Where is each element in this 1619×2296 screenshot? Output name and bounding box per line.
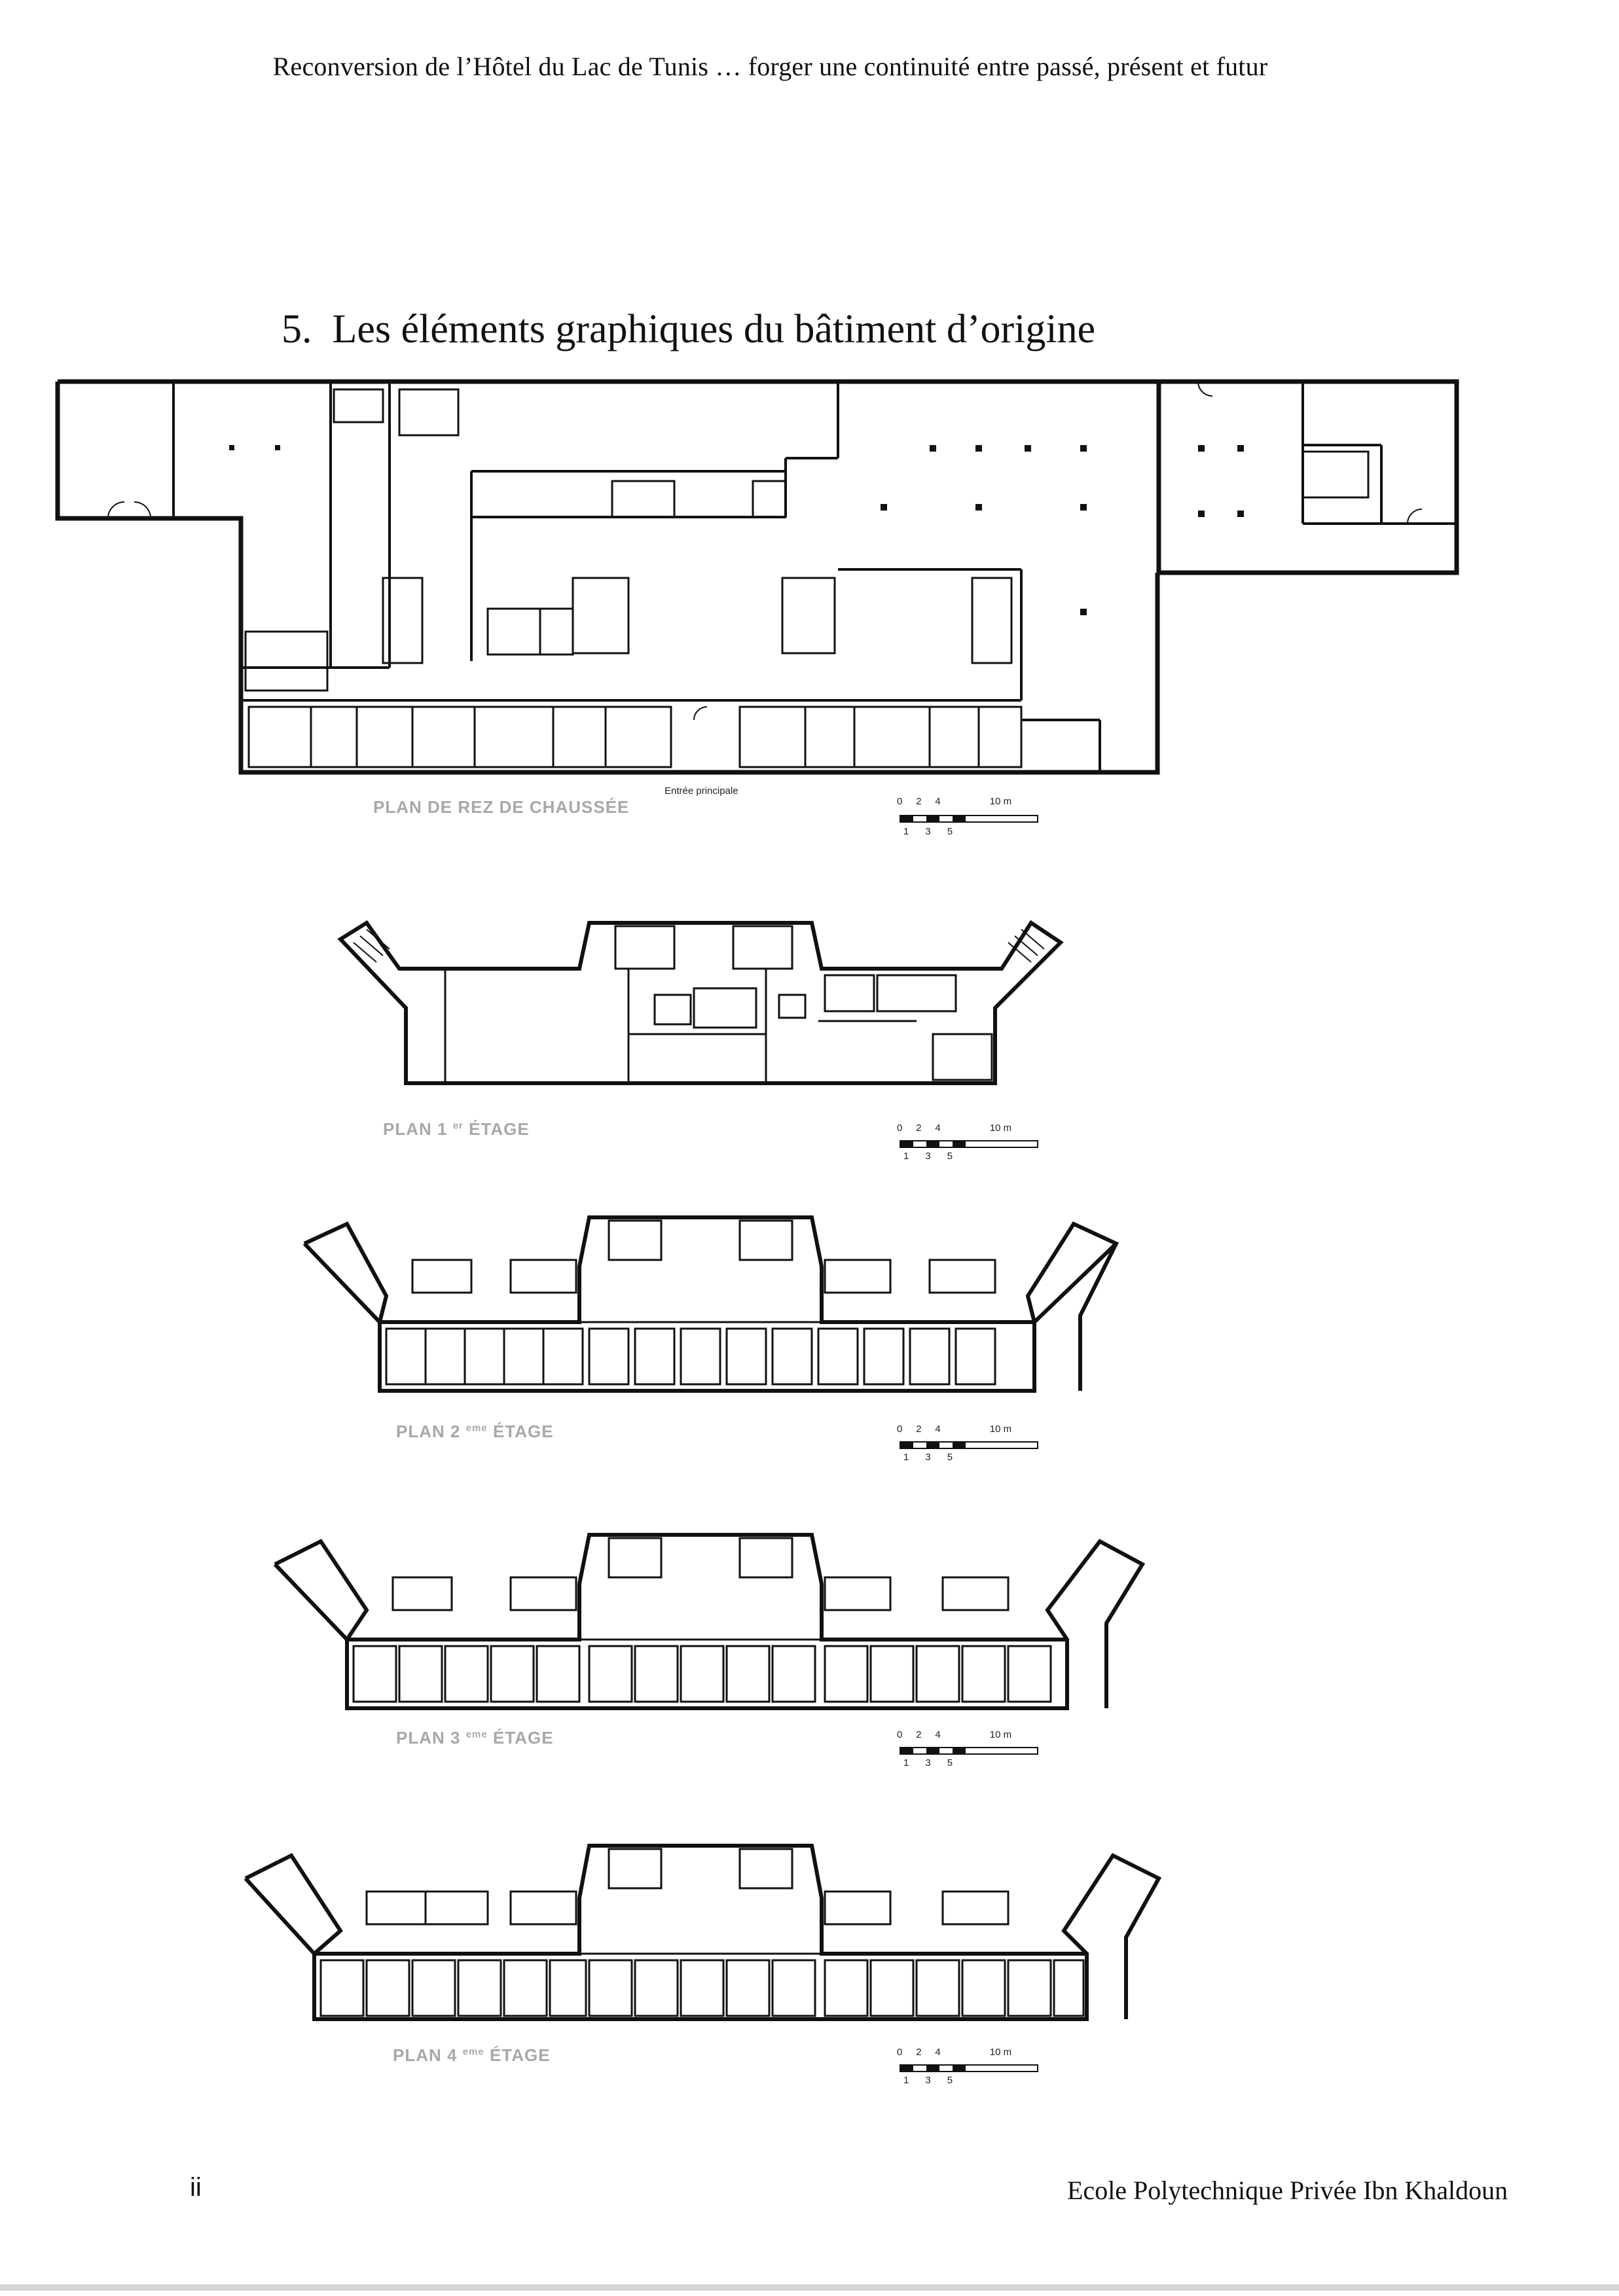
scale-bar-ground [900,815,1038,823]
entrance-label: Entrée principale [664,785,738,797]
scale-bottom-3: 1 3 5 [903,1757,953,1768]
plan-label-1: PLAN 1 er ÉTAGE [383,1119,530,1139]
running-header: Reconversion de l’Hôtel du Lac de Tunis … [0,51,1619,82]
scale-top-4: 0 2 4 10 m [897,2047,1012,2058]
section-title-text: Les éléments graphiques du bâtiment d’or… [332,307,1096,351]
header-text: Reconversion de l’Hôtel du Lac de Tunis … [272,52,1268,81]
plan-label-4: PLAN 4 eme ÉTAGE [393,2045,551,2065]
scale-top-1: 0 2 4 10 m [897,1122,1012,1134]
scale-top-2: 0 2 4 10 m [897,1424,1012,1435]
page-number: ii [190,2173,202,2202]
section-number: 5. [282,307,312,351]
scale-bottom-1: 1 3 5 [903,1151,953,1162]
section-title: 5. Les éléments graphiques du bâtiment d… [282,306,1095,353]
scale-top-3: 0 2 4 10 m [897,1729,1012,1740]
plan-label-ground: PLAN DE REZ DE CHAUSSÉE [373,797,629,817]
plan-label-3: PLAN 3 eme ÉTAGE [396,1728,554,1748]
footer-institution: Ecole Polytechnique Privée Ibn Khaldoun [1067,2176,1508,2205]
plan-label-ground-text: PLAN DE REZ DE CHAUSSÉE [373,797,630,817]
scale-bottom-ground: 1 3 5 [903,826,953,837]
scale-bottom-4: 1 3 5 [903,2075,953,2086]
scale-top-ground: 0 2 4 10 m [897,796,1012,807]
scale-bottom-2: 1 3 5 [903,1452,953,1463]
plan-label-2: PLAN 2 eme ÉTAGE [396,1422,554,1441]
ground-floor-plan [55,379,1459,775]
footer-divider [0,2284,1619,2291]
